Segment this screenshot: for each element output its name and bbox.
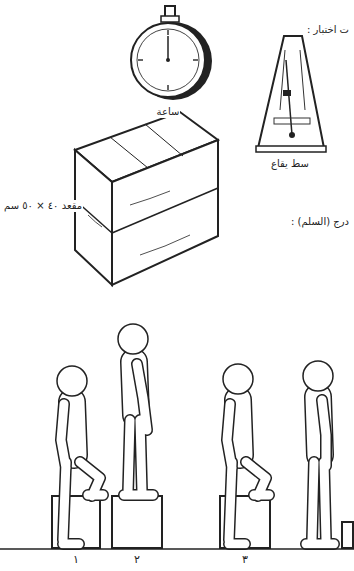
stepping-figures (57, 324, 334, 544)
callout-number: ١ (72, 553, 80, 566)
equipment-label: سط يقاع (270, 158, 310, 170)
metronome (256, 36, 326, 152)
equipment-label: درج (السلم) : (290, 216, 350, 228)
callout-number: ٣ (241, 553, 249, 566)
heading-fragment: ت اختبار : (306, 24, 350, 36)
stopwatch (131, 6, 212, 100)
callout-number: ٢ (133, 553, 141, 566)
equipment-label: مقعد ٤٠ × ٥٠ سم (3, 200, 83, 212)
equipment-label: ساعة (156, 106, 181, 118)
ground-line (0, 548, 354, 550)
bench (75, 112, 218, 285)
